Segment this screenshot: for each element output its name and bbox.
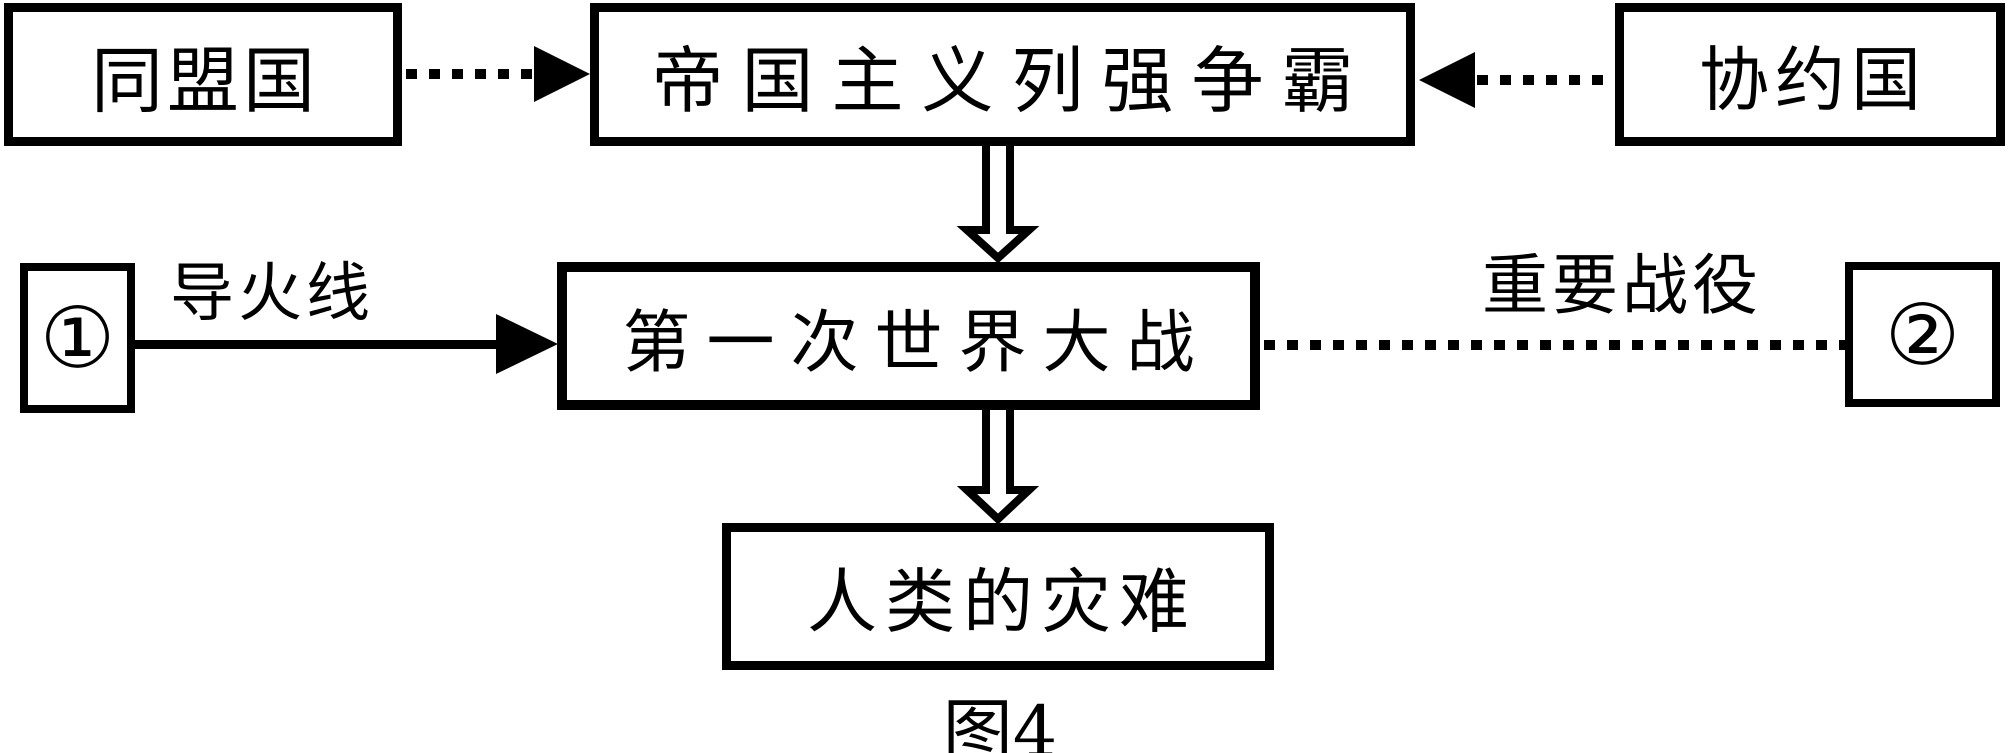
node-imperialist-rivalry: 帝国主义列强争霸 [590, 3, 1415, 146]
figure-caption: 图4 [942, 691, 1058, 753]
node-blank-1: ① [20, 263, 135, 413]
dotted-line-battles [1264, 340, 1845, 350]
arrowhead-right-icon [534, 46, 590, 102]
solid-line-fuse [135, 340, 498, 349]
arrowhead-left-icon [1419, 52, 1475, 108]
circled-one-icon: ① [39, 289, 116, 387]
node-central-powers: 同盟国 [4, 3, 402, 146]
node-human-disaster: 人类的灾难 [722, 523, 1274, 670]
dotted-line-central-to-rivalry [406, 69, 534, 79]
double-down-arrow-icon [956, 410, 1040, 525]
arrowhead-right-icon [496, 314, 558, 374]
node-blank-2: ② [1845, 262, 2000, 407]
circled-two-icon: ② [1884, 285, 1961, 384]
edge-label-fuse: 导火线 [170, 257, 374, 331]
node-world-war-one: 第一次世界大战 [557, 262, 1260, 410]
dotted-line-entente-to-rivalry [1477, 75, 1615, 85]
node-entente-powers: 协约国 [1615, 3, 2005, 146]
edge-label-battles: 重要战役 [1482, 247, 1762, 324]
double-down-arrow-icon [956, 146, 1040, 264]
